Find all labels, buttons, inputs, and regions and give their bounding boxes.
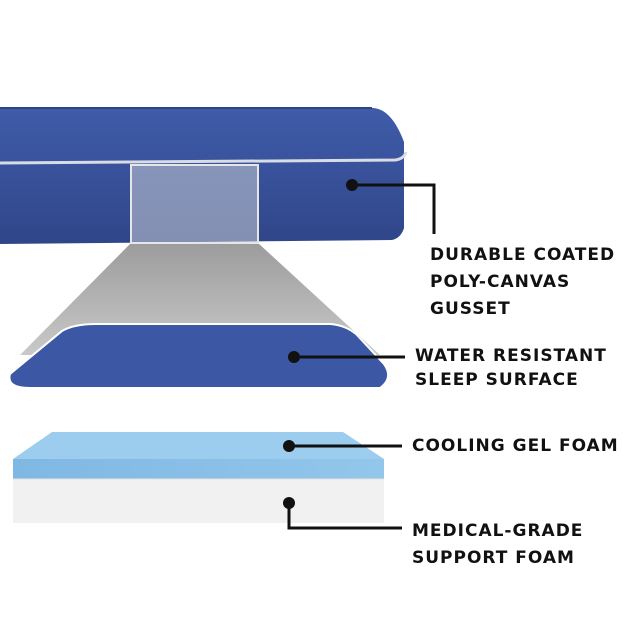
label-support: MEDICAL-GRADE SUPPORT FOAM (412, 518, 583, 572)
callout-gusset (346, 179, 436, 234)
label-gusset-line-1: DURABLE COATED (430, 245, 616, 265)
callout-line (352, 183, 436, 234)
label-gel: COOLING GEL FOAM (412, 433, 619, 460)
label-support-line-1: MEDICAL-GRADE (412, 521, 584, 541)
gel-foam-layer (13, 459, 384, 479)
callout-support (283, 497, 402, 530)
gel-foam-top (13, 432, 384, 459)
magnifier-window (130, 164, 259, 244)
callout-line (287, 503, 402, 530)
foam-block (13, 432, 384, 523)
cover-top-face (0, 108, 404, 150)
label-surface: WATER RESISTANT SLEEP SURFACE (415, 344, 607, 392)
callout-surface (288, 351, 405, 363)
label-gel-line-1: COOLING GEL FOAM (412, 436, 619, 456)
label-gusset: DURABLE COATED POLY-CANVAS GUSSET (430, 242, 615, 323)
cover-piping (0, 151, 408, 165)
surface-swatch (8, 323, 390, 389)
label-surface-line-2: SLEEP SURFACE (415, 370, 579, 390)
label-gusset-line-2: POLY-CANVAS (430, 272, 571, 292)
label-gusset-line-3: GUSSET (430, 299, 511, 319)
callout-gel (283, 440, 402, 452)
label-support-line-2: SUPPORT FOAM (412, 548, 575, 568)
support-foam-layer (13, 479, 384, 523)
label-surface-line-1: WATER RESISTANT (415, 346, 607, 366)
